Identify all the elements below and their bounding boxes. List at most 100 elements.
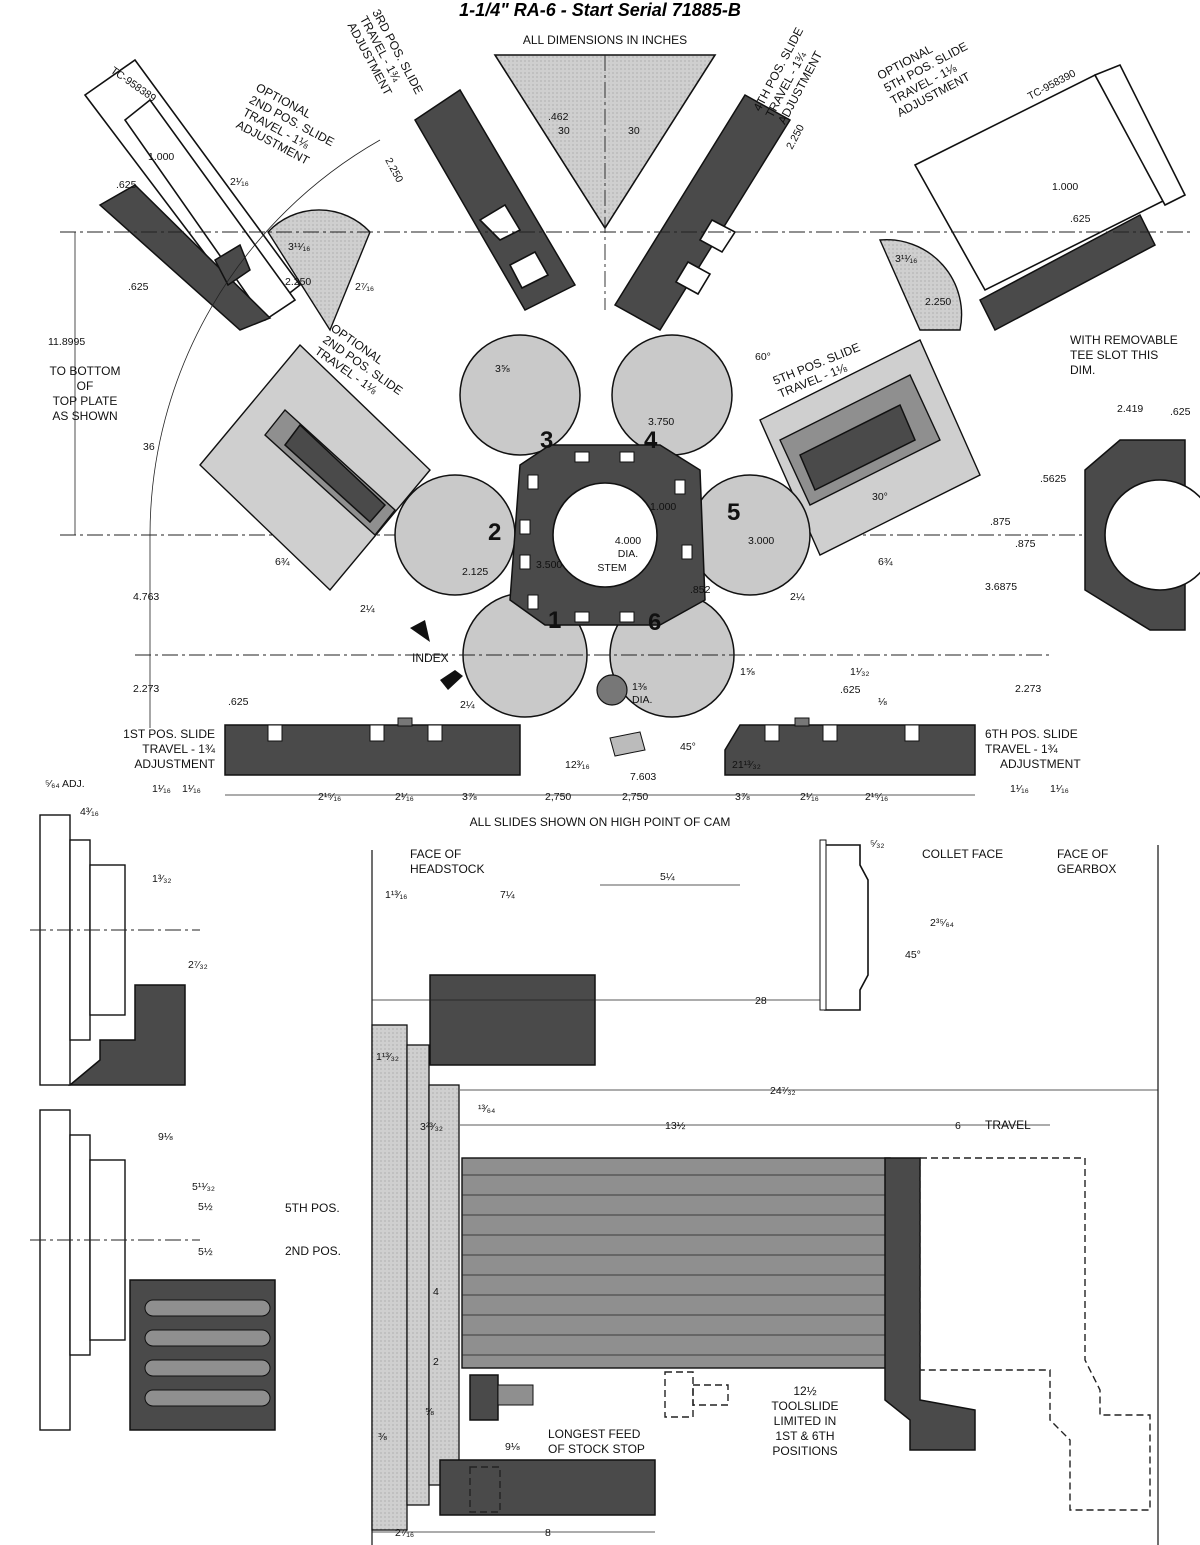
dim-2-7-32: 2⁷⁄₃₂ (188, 959, 208, 971)
svg-text:12½: 12½ (793, 1384, 816, 1398)
dim-3-6875: 3.6875 (985, 581, 1017, 593)
index-arrow (410, 620, 430, 642)
top-plate-note: TO BOTTOM OF TOP PLATE AS SHOWN (50, 364, 121, 423)
svg-text:TEE SLOT THIS: TEE SLOT THIS (1070, 348, 1158, 362)
dim-0-625-tee: .625 (1170, 406, 1191, 418)
carrier-tee-slots (519, 451, 693, 623)
dim-1-000-right: 1.000 (1052, 181, 1078, 193)
stem-bore (552, 482, 658, 588)
dim-2-250-left-top: 2.250 (382, 156, 405, 185)
dim-2-273-left: 2.273 (133, 683, 159, 695)
drawing-subtitle: ALL DIMENSIONS IN INCHES (523, 33, 687, 47)
dim-9-1-8-side: 9⅛ (158, 1131, 173, 1143)
dim-2-250-left-circle: 2.250 (285, 276, 311, 288)
dim-12-3-16: 12³⁄₁₆ (565, 759, 590, 771)
collet-face-label: COLLET FACE (922, 847, 1003, 861)
dim-0-625-sixth: .625 (840, 684, 861, 696)
dim-21-13-32: 21¹³⁄₃₂ (732, 759, 761, 771)
dim-1-1-16-r1: 1¹⁄₁₆ (1010, 783, 1029, 795)
dim-5-8: ⅝ (425, 1406, 434, 1418)
svg-text:OF: OF (77, 379, 94, 393)
stem-label: 4.000 DIA. STEM (597, 535, 641, 574)
dim-2-15-16-right: 2¹⁵⁄₁₆ (865, 791, 888, 803)
toolslide-body (461, 1157, 976, 1451)
dim-28: 28 (755, 995, 767, 1007)
dim-13-1-2: 13½ (665, 1120, 686, 1132)
dim-3-23-32: 3²³⁄₃₂ (420, 1121, 443, 1133)
dim-2-1-16-bottom-right: 2¹⁄₁₆ (800, 791, 819, 803)
radius-arc-36 (149, 139, 381, 536)
svg-text:FACE OF: FACE OF (1057, 847, 1108, 861)
spindle-number-1: 1 (548, 607, 561, 634)
svg-text:6TH POS. SLIDE: 6TH POS. SLIDE (985, 727, 1078, 741)
dim-7-1-4: 7¼ (500, 889, 515, 901)
sixth-pos-slide (724, 717, 976, 776)
upper-side-view (30, 814, 200, 1086)
dim-3-11-16-left: 3¹¹⁄₁₆ (288, 241, 310, 253)
dim-6-3-4-right: 6¾ (878, 556, 893, 568)
opt-fifth-top-label: OPTIONAL 5TH POS. SLIDE TRAVEL - 1⅛ ADJU… (875, 39, 973, 120)
third-pos-slide (413, 88, 577, 311)
collet-housing (824, 844, 869, 1011)
dim-2-250-right-top: 2.250 (784, 122, 807, 151)
svg-text:TOP PLATE: TOP PLATE (53, 394, 118, 408)
dim-2-250-right-circle: 2.250 (925, 296, 951, 308)
svg-text:ADJUSTMENT: ADJUSTMENT (134, 757, 215, 771)
dim-2-750-left: 2,750 (545, 791, 571, 803)
svg-text:GEARBOX: GEARBOX (1057, 862, 1116, 876)
dim-2-1-4-left: 2¼ (360, 603, 375, 615)
dim-4: 4 (433, 1286, 439, 1298)
spindle-number-5: 5 (727, 499, 740, 526)
dim-3-5-8-spindle: 3⅝ (495, 363, 510, 375)
dim-0-625-left-a: .625 (116, 179, 137, 191)
drawing-title: 1-1/4" RA-6 - Start Serial 71885-B (459, 0, 741, 20)
dim-5-32: ⁵⁄₃₂ (870, 838, 884, 850)
dim-1-13-16: 1¹³⁄₁₆ (385, 889, 407, 901)
dim-30-deg-right: 30° (872, 491, 888, 503)
tool-block (429, 974, 596, 1066)
dim-5-1-2-a: 5½ (198, 1201, 213, 1213)
dim-1-1-16-r2: 1¹⁄₁₆ (1050, 783, 1069, 795)
sixth-pos-label: 6TH POS. SLIDE TRAVEL - 1¾ ADJUSTMENT (985, 727, 1081, 771)
svg-text:TOOLSLIDE: TOOLSLIDE (771, 1399, 838, 1413)
dim-30-right: 30 (628, 125, 640, 137)
dim-2-7-16-bottom: 2⁷⁄₁₆ (395, 1527, 414, 1539)
svg-text:AS SHOWN: AS SHOWN (52, 409, 117, 423)
svg-text:FACE OF: FACE OF (410, 847, 461, 861)
dim-3-500: 3.500 (536, 559, 562, 571)
mid-right-slide (759, 339, 981, 556)
dim-3-000: 3.000 (748, 535, 774, 547)
dim-5-1-2-b: 5½ (198, 1246, 213, 1258)
dim-2-1-4-first: 2¼ (460, 699, 475, 711)
top-right-slide-assembly (878, 63, 1187, 332)
stock-stop (469, 1371, 729, 1421)
dim-2-1-16-left: 2¹⁄₁₆ (230, 176, 249, 188)
dim-7-603: 7.603 (630, 771, 656, 783)
dim-1-000-left: 1.000 (148, 151, 174, 163)
dim-2-7-16-left: 2⁷⁄₁₆ (355, 281, 374, 293)
dim-0-5625: .5625 (1040, 473, 1066, 485)
dim-1-1-16-l1: 1¹⁄₁₆ (152, 783, 171, 795)
dim-60-deg: 60° (755, 351, 771, 363)
tee-slot-detail (1084, 439, 1200, 631)
dim-3-7-8-right: 3⅞ (735, 791, 750, 803)
svg-text:TO BOTTOM: TO BOTTOM (50, 364, 121, 378)
toolslide-note: 12½ TOOLSLIDE LIMITED IN 1ST & 6TH POSIT… (771, 1384, 838, 1458)
dim-4-3-16: 4³⁄₁₆ (80, 806, 99, 818)
dim-0-625-right: .625 (1070, 213, 1091, 225)
dim-0-875-b: .875 (1015, 538, 1036, 550)
dim-11-8995: 11.8995 (48, 336, 85, 348)
dim-2-stack: 2 (433, 1356, 439, 1368)
dim-2-419: 2.419 (1117, 403, 1143, 415)
dim-5-11-32: 5¹¹⁄₃₂ (192, 1181, 215, 1193)
dim-2-1-16-bottom-left: 2¹⁄₁₆ (395, 791, 414, 803)
bottom-bar (439, 1459, 656, 1516)
dim-1-5-8: 1⅝ (740, 666, 755, 678)
dim-3-7-8-left: 3⅞ (462, 791, 477, 803)
svg-text:STEM: STEM (597, 562, 626, 574)
face-headstock-label: FACE OF HEADSTOCK (410, 847, 484, 876)
svg-text:TRAVEL - 1¾: TRAVEL - 1¾ (142, 742, 216, 756)
dim-1-8: ⅛ (878, 696, 887, 708)
fifth-pos-short-label: 5TH POS. (285, 1201, 340, 1215)
adj-note: ⁵⁄₆₄ ADJ. (45, 778, 85, 790)
